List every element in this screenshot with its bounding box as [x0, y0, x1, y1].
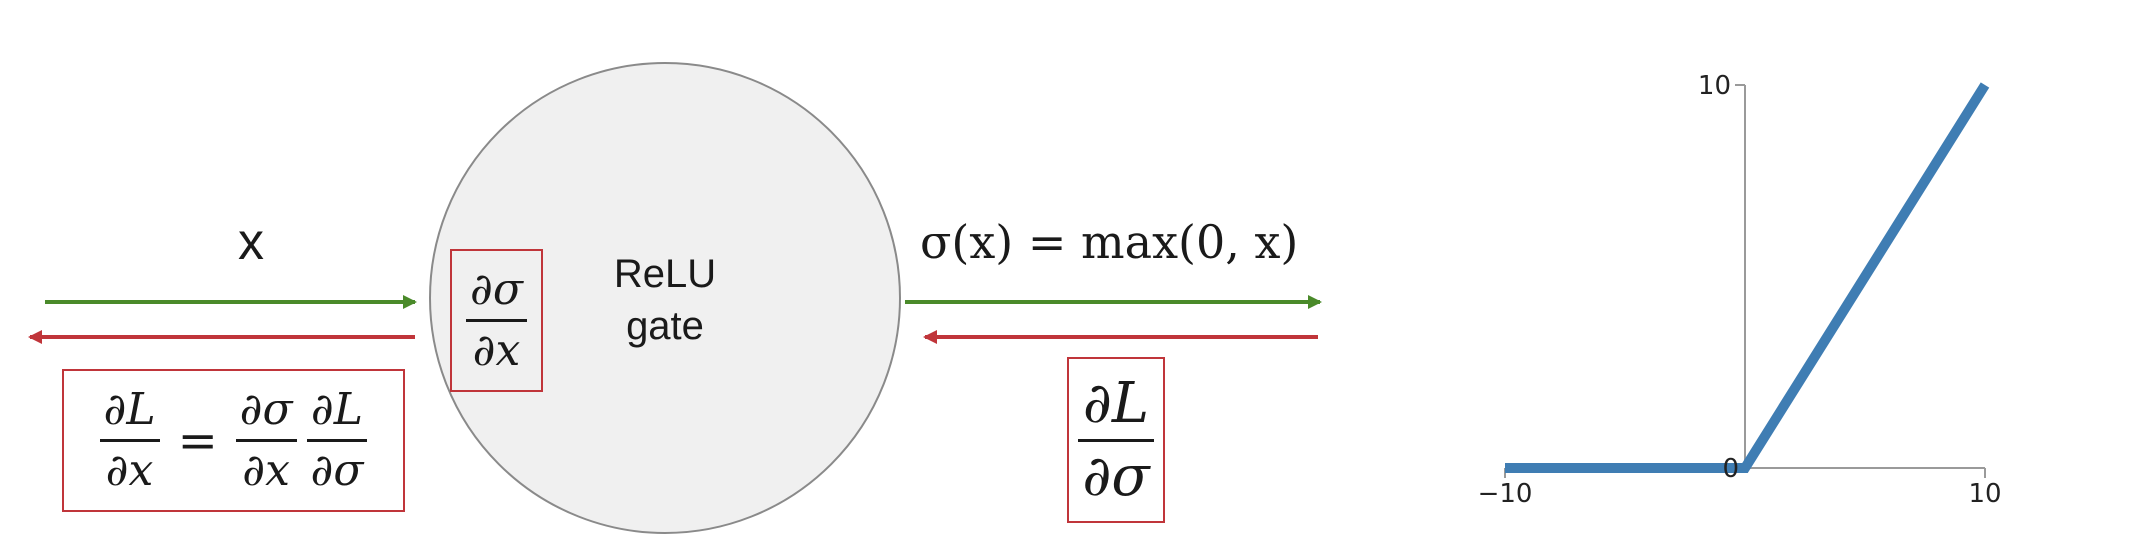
relu-series-line: [1505, 82, 1990, 473]
gate-label-line2: gate: [626, 304, 704, 348]
relu-plot: 10 0 −10 10: [1478, 71, 2002, 509]
relu-gate-circle: [429, 62, 901, 534]
chain-lhs-den: ∂x: [105, 445, 154, 496]
x-tick-label-10: 10: [1968, 479, 2001, 509]
local-gradient-fraction: ∂σ ∂x: [466, 268, 527, 373]
chain-r1-den: ∂x: [242, 445, 290, 496]
y-tick-label-10: 10: [1698, 71, 1731, 101]
chain-r2-num: ∂L: [311, 384, 363, 435]
chain-lhs: ∂L ∂x: [99, 384, 160, 496]
chain-r1-num: ∂σ: [239, 384, 293, 435]
local-gradient-den: ∂x: [472, 325, 521, 376]
upstream-gradient-num: ∂L: [1082, 370, 1150, 436]
gate-label: ReLU gate: [570, 248, 760, 352]
local-gradient-box: ∂σ ∂x: [450, 249, 543, 392]
gate-label-line1: ReLU: [613, 252, 717, 296]
upstream-gradient-den: ∂σ: [1082, 443, 1150, 509]
x-tick-label-neg10: −10: [1478, 479, 1533, 509]
relu-diagram: [28, 62, 1322, 534]
chain-r2: ∂L ∂σ: [306, 384, 368, 496]
local-gradient-num: ∂σ: [470, 264, 523, 315]
origin-label: 0: [1722, 454, 1739, 484]
input-label: x: [238, 213, 264, 271]
chain-r2-den: ∂σ: [310, 445, 364, 496]
upstream-gradient-fraction: ∂L ∂σ: [1078, 370, 1154, 509]
output-formula: σ(x) = max(0, x): [920, 215, 1299, 269]
chain-rule-box: ∂L ∂x = ∂σ ∂x ∂L ∂σ: [62, 369, 405, 512]
chain-equals: =: [177, 412, 218, 469]
chain-lhs-num: ∂L: [103, 384, 156, 435]
upstream-gradient-box: ∂L ∂σ: [1067, 357, 1165, 523]
chain-r1: ∂σ ∂x: [235, 384, 297, 496]
